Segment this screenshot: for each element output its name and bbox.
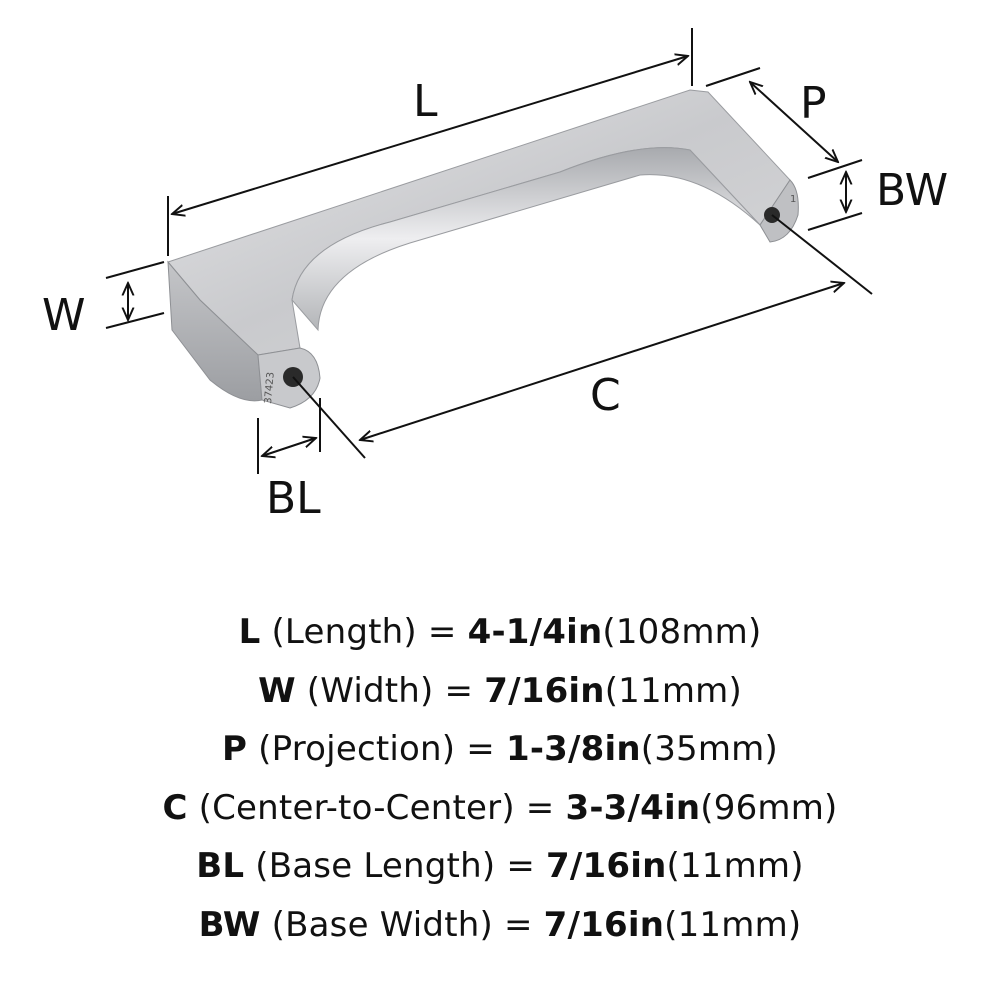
spec-key: L [238, 612, 261, 652]
label-bl: BL [266, 473, 321, 524]
equals-sign: = [427, 612, 457, 652]
spec-width: W (Width) = 7/16in(11mm) [0, 662, 1000, 721]
spec-name: (Length) [271, 612, 417, 652]
cabinet-pull-illustration: 37423 1 [167, 89, 799, 409]
spec-value: 4-1/4in [467, 612, 603, 652]
handle-drawing: 37423 1 [42, 28, 948, 524]
spec-base-length: BL (Base Length) = 7/16in(11mm) [0, 837, 1000, 896]
spec-value: 1-3/8in [505, 729, 641, 769]
label-c: C [590, 370, 621, 421]
center-to-center-dimension-line [360, 283, 844, 440]
spec-key: C [162, 787, 188, 828]
spec-key: W [258, 670, 296, 711]
spec-metric: (11mm) [664, 904, 802, 945]
specification-list: L (Length) = 4-1/4in(108mm) W (Width) = … [0, 603, 1000, 954]
projection-dimension-line [750, 82, 838, 162]
spec-base-width: BW (Base Width) = 7/16in(11mm) [0, 896, 1000, 955]
spec-name: (Base Length) [255, 846, 496, 886]
spec-metric: (11mm) [604, 670, 742, 711]
dimension-lines [105, 28, 873, 474]
label-p: P [800, 78, 827, 129]
pull-right-foot [759, 179, 799, 243]
equals-sign: = [466, 729, 495, 769]
equals-sign: = [506, 846, 536, 886]
spec-value: 3-3/4in [565, 787, 701, 828]
end-mark: 1 [790, 194, 796, 205]
equals-sign: = [444, 670, 474, 711]
spec-name: (Projection) [258, 729, 456, 769]
spec-value: 7/16in [546, 846, 667, 886]
spec-key: BW [198, 904, 261, 945]
spec-value: 7/16in [484, 670, 605, 711]
spec-value: 7/16in [543, 904, 665, 945]
spec-key: P [222, 729, 248, 769]
spec-metric: (35mm) [640, 729, 778, 769]
spec-name: (Center-to-Center) [198, 787, 515, 828]
spec-name: (Base Width) [271, 904, 493, 945]
spec-projection: P (Projection) = 1-3/8in(35mm) [0, 720, 1000, 779]
spec-metric: (11mm) [666, 846, 804, 886]
spec-name: (Width) [306, 670, 434, 711]
spec-length: L (Length) = 4-1/4in(108mm) [0, 603, 1000, 662]
length-dimension-line [172, 56, 688, 214]
label-bw: BW [876, 165, 948, 216]
equals-sign: = [525, 787, 555, 828]
spec-center-to-center: C (Center-to-Center) = 3-3/4in(96mm) [0, 779, 1000, 838]
spec-metric: (96mm) [700, 787, 838, 828]
label-w: W [42, 290, 86, 341]
equals-sign: = [503, 904, 533, 945]
spec-metric: (108mm) [602, 612, 762, 652]
spec-key: BL [196, 846, 245, 886]
base-length-dimension-line [262, 438, 316, 456]
part-number-stamp: 37423 [263, 372, 277, 405]
label-l: L [413, 76, 438, 127]
